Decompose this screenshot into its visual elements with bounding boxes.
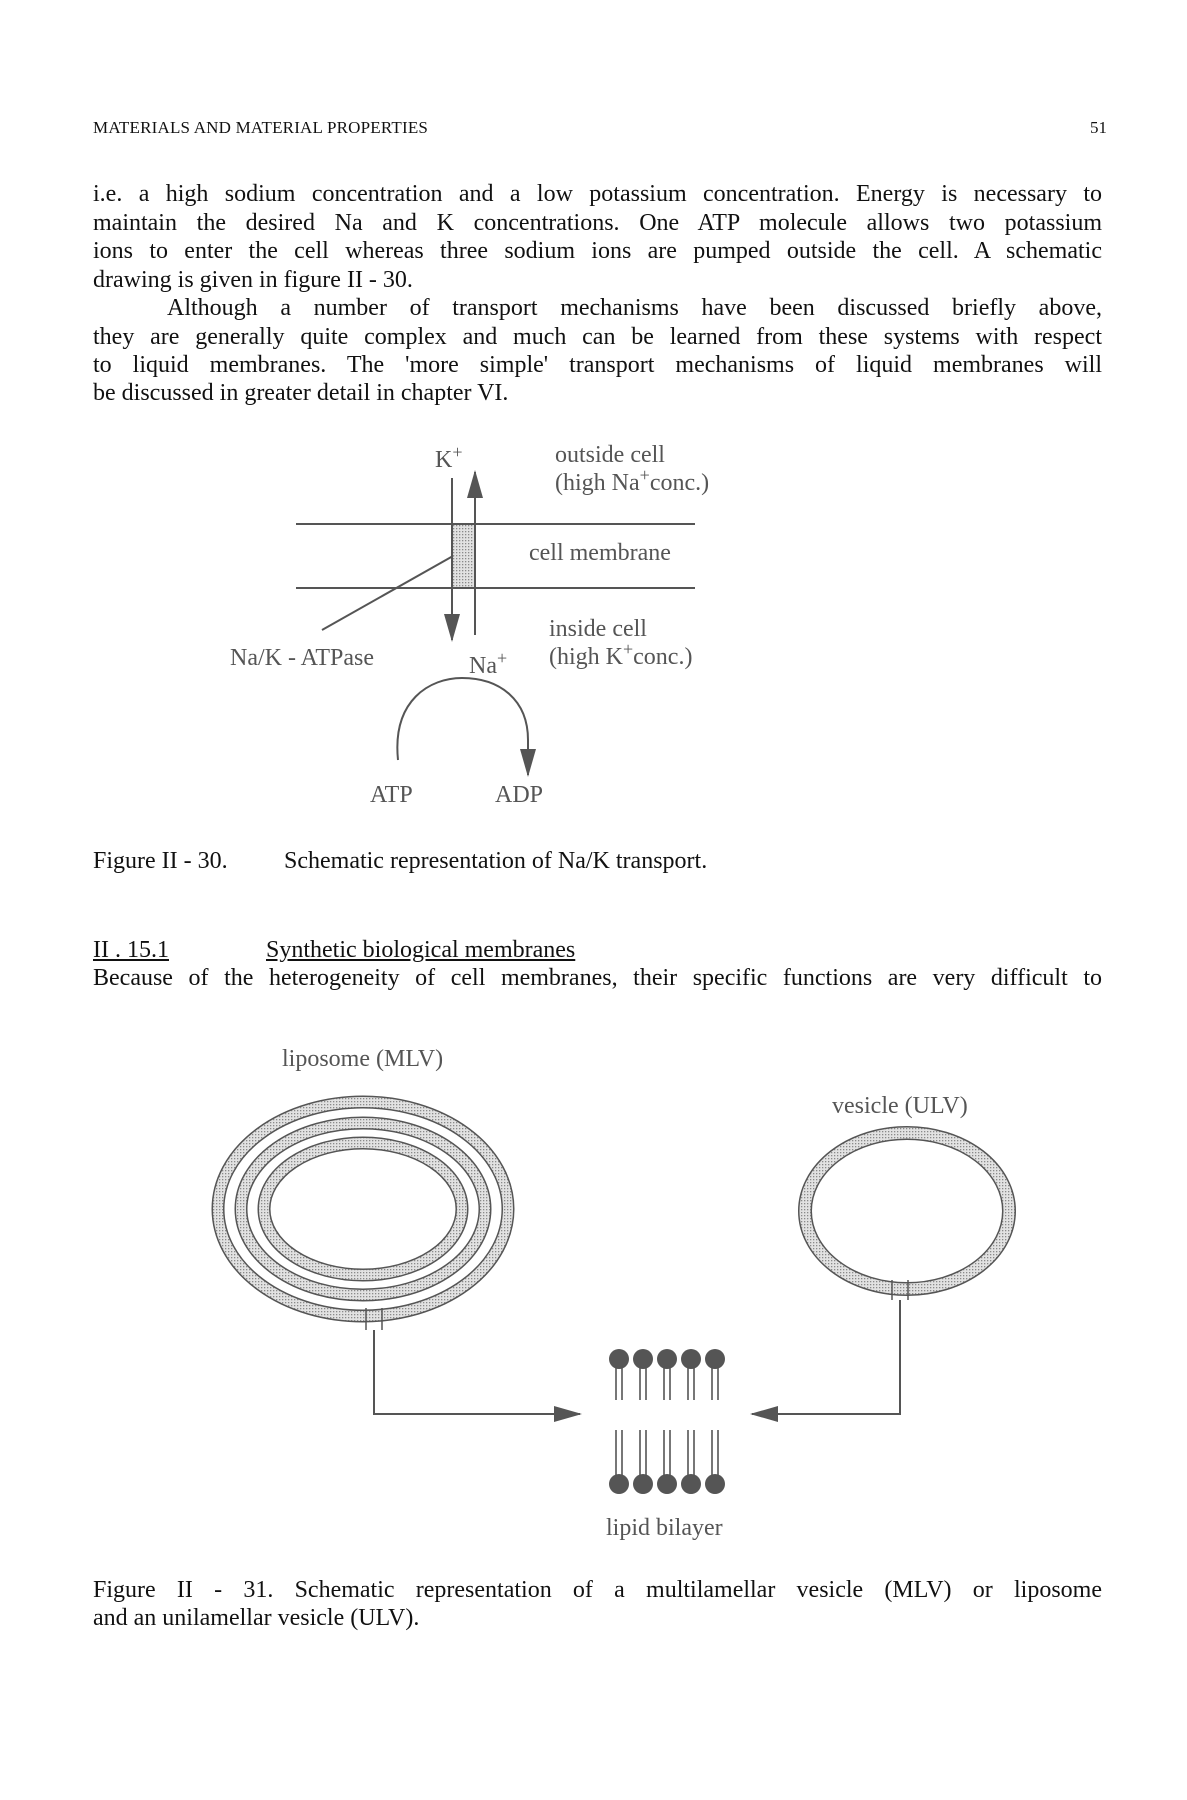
section-number: II . 15.1 [93, 937, 169, 963]
figure-30-caption-text: Schematic representation of Na/K transpo… [284, 848, 708, 874]
label-cell-membrane: cell membrane [529, 540, 671, 566]
ulv-vesicle [798, 1126, 1016, 1300]
ulv-to-bilayer-arrow [750, 1300, 901, 1422]
atpase-channel [452, 524, 475, 588]
label-liposome: liposome (MLV) [282, 1046, 443, 1072]
mlv-liposome [211, 1095, 515, 1330]
lipid-head [633, 1474, 653, 1494]
label-na-plus: Na+ [469, 648, 507, 679]
section-text-line: Because of the heterogeneity of cell mem… [93, 965, 1102, 991]
figure-31-caption-line: and an unilamellar vesicle (ULV). [93, 1605, 420, 1631]
label-lipid-bilayer: lipid bilayer [606, 1515, 723, 1541]
label-outside-cell: outside cell [555, 442, 665, 468]
lipid-head [657, 1474, 677, 1494]
label-atp: ATP [370, 782, 413, 808]
label-adp: ADP [495, 782, 543, 808]
lipid-head [609, 1474, 629, 1494]
figure-30-labels: K+ outside cell (high Na+conc.) cell mem… [230, 442, 709, 808]
label-inside-conc: (high K+conc.) [549, 639, 692, 670]
figure-31-labels: liposome (MLV) vesicle (ULV) lipid bilay… [282, 1046, 968, 1541]
text-line: maintain the desired Na and K concentrat… [93, 210, 1102, 236]
figure-vesicles [211, 1095, 1016, 1494]
lipid-head [609, 1349, 629, 1369]
figure-31-caption-line: Figure II - 31. Schematic representation… [93, 1577, 1102, 1603]
page-number: 51 [1090, 118, 1107, 137]
section-title: Synthetic biological membranes [266, 937, 576, 963]
text-line: be discussed in greater detail in chapte… [93, 380, 509, 406]
text-line: i.e. a high sodium concentration and a l… [93, 181, 1102, 207]
running-header: MATERIALS AND MATERIAL PROPERTIES [93, 118, 429, 137]
lipid-head [657, 1349, 677, 1369]
lipid-head [681, 1474, 701, 1494]
lipid-head [705, 1474, 725, 1494]
text-line: ions to enter the cell whereas three sod… [93, 238, 1102, 264]
label-vesicle: vesicle (ULV) [832, 1093, 968, 1119]
text-line: they are generally quite complex and muc… [93, 324, 1102, 350]
text-line: drawing is given in figure II - 30. [93, 267, 413, 293]
text-line: to liquid membranes. The 'more simple' t… [93, 352, 1102, 378]
label-atpase: Na/K - ATPase [230, 645, 374, 671]
label-inside-cell: inside cell [549, 616, 647, 642]
atp-adp-arrow [396, 676, 536, 777]
lipid-head [705, 1349, 725, 1369]
mlv-to-bilayer-arrow [373, 1330, 582, 1422]
lipid-head [681, 1349, 701, 1369]
figure-na-k-transport [296, 470, 695, 777]
atpase-pointer-line [321, 555, 454, 631]
lipid-head [633, 1349, 653, 1369]
lipid-bilayer-diagram [609, 1349, 725, 1494]
text-line: Although a number of transport mechanism… [167, 295, 1102, 321]
label-k-plus: K+ [435, 442, 463, 473]
label-outside-conc: (high Na+conc.) [555, 465, 709, 496]
figure-30-caption-number: Figure II - 30. [93, 848, 228, 874]
